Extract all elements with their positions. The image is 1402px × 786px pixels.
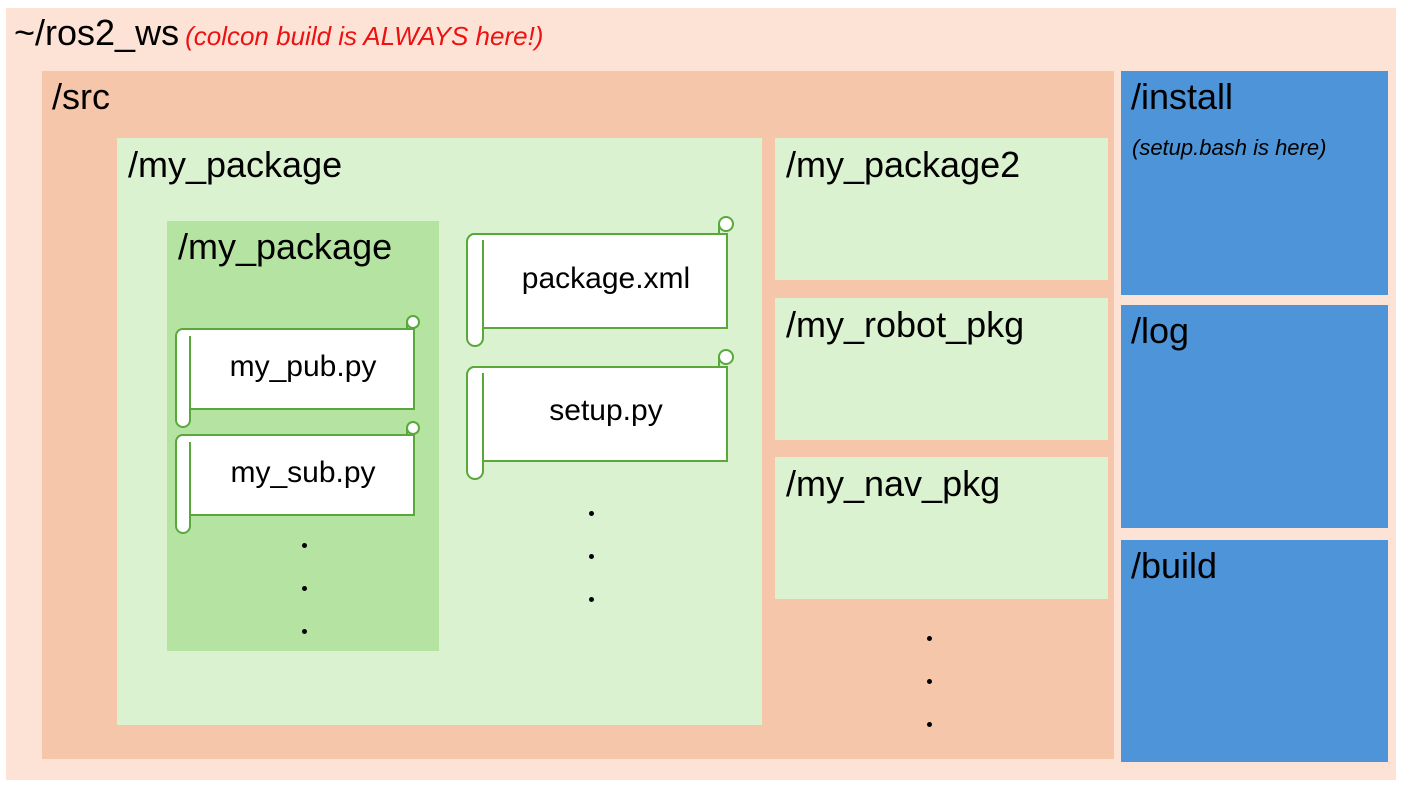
workspace-note: (colcon build is ALWAYS here!) [185,21,544,51]
ellipsis-other-packages [919,632,939,732]
my-robot-pkg-label: /my_robot_pkg [786,304,1025,345]
my-nav-pkg-folder [775,457,1108,599]
build-label: /build [1131,545,1218,586]
install-label: /install [1131,76,1234,117]
workspace-title-text: ~/ros2_ws [14,12,180,53]
file-scroll-icon [466,216,734,347]
file-scroll-icon [466,349,734,480]
file-setup-py: setup.py [549,394,663,427]
workspace-title: ~/ros2_ws(colcon build is ALWAYS here!) [14,12,543,54]
install-folder [1121,71,1388,295]
file-package-xml: package.xml [521,262,691,295]
install-note: (setup.bash is here) [1132,135,1327,160]
my-package-label: /my_package [128,144,343,185]
build-folder [1121,540,1388,762]
file-scroll-icon [174,421,420,534]
ellipsis-inner-files [294,538,314,638]
ellipsis-package-files [581,506,601,606]
log-label: /log [1131,310,1190,351]
my-package2-folder [775,138,1108,280]
inner-my-package-label: /my_package [178,226,393,267]
my-package2-label: /my_package2 [786,144,1021,185]
my-nav-pkg-label: /my_nav_pkg [786,463,1001,504]
log-folder [1121,305,1388,528]
src-label: /src [52,76,110,117]
file-scroll-icon [174,315,420,428]
my-robot-pkg-folder [775,298,1108,440]
file-my-sub: my_sub.py [230,456,376,489]
file-my-pub: my_pub.py [229,350,377,383]
